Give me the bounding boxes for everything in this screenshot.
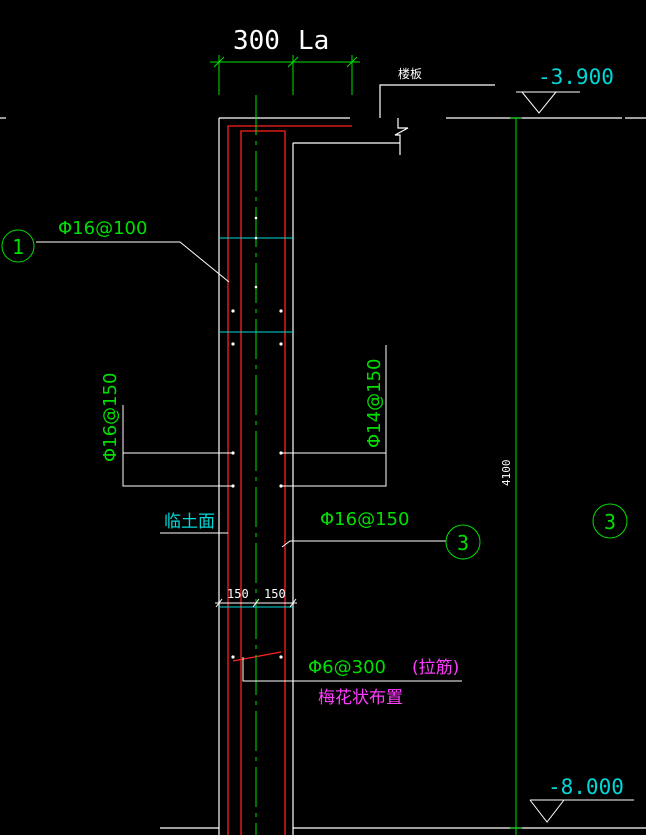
inner-rebar-loop bbox=[240, 130, 286, 835]
tie-bar-type-label: (拉筋) bbox=[412, 658, 459, 678]
rebar-dot bbox=[279, 655, 283, 659]
rebar-phi16-150-vertical-label: Φ16@150 bbox=[100, 373, 121, 462]
outer-rebar-soil-side bbox=[227, 125, 352, 835]
rebar-phi16-150-horizontal-label: Φ16@150 bbox=[320, 509, 409, 530]
callout-1-label: 1 bbox=[12, 235, 24, 259]
floor-slab-leader bbox=[379, 84, 495, 118]
elevation-bottom-triangle bbox=[529, 799, 565, 823]
elevation-top-triangle bbox=[521, 91, 557, 114]
elevation-top-label: -3.900 bbox=[538, 65, 614, 89]
leader-phi16-150-left bbox=[122, 405, 233, 487]
leader-lines bbox=[36, 241, 462, 682]
top-dimension bbox=[210, 55, 360, 95]
rebar-dot bbox=[279, 309, 283, 313]
rebar-dot bbox=[279, 342, 283, 346]
leader-phi14-150 bbox=[281, 345, 387, 487]
tie-bar-label: Φ6@300 bbox=[308, 657, 386, 678]
floor-slab-label: 楼板 bbox=[398, 66, 422, 81]
rebar-lines bbox=[227, 125, 352, 835]
callout-3-right-label: 3 bbox=[604, 510, 616, 534]
soil-face-label: 临土面 bbox=[164, 512, 215, 532]
elevation-bottom-label: -8.000 bbox=[548, 775, 624, 799]
rebar-dots bbox=[231, 216, 283, 659]
leader-tie-bar bbox=[242, 657, 462, 682]
slab-break-line bbox=[394, 118, 409, 155]
tie-layout-label: 梅花状布置 bbox=[318, 688, 403, 708]
top-dim-tick-3 bbox=[346, 56, 358, 68]
concrete-outline bbox=[0, 84, 646, 835]
centerline-dot bbox=[254, 236, 258, 240]
bottom-dim-tick-1 bbox=[215, 598, 223, 608]
centerline-dot bbox=[254, 285, 258, 289]
tie-bar-line bbox=[232, 651, 282, 662]
rebar-dot bbox=[231, 655, 235, 659]
dim-150-right-label: 150 bbox=[264, 587, 286, 601]
leader-phi16-100 bbox=[36, 241, 230, 283]
elevation-markers bbox=[516, 91, 634, 823]
leader-phi16-150-right bbox=[281, 540, 446, 548]
dim-150-left-label: 150 bbox=[227, 587, 249, 601]
callout-circles bbox=[1, 229, 628, 560]
callout-3-left-label: 3 bbox=[457, 531, 469, 555]
top-dim-tick-1 bbox=[213, 56, 225, 68]
bottom-dim-tick-2 bbox=[252, 598, 260, 608]
callout-circle-1 bbox=[1, 229, 35, 263]
top-dim-la-label: La bbox=[298, 26, 329, 56]
callout-circle-3-left bbox=[445, 524, 481, 560]
rebar-phi14-150-label: Φ14@150 bbox=[364, 359, 385, 448]
rebar-dot bbox=[231, 309, 235, 313]
rebar-phi16-100-label: Φ16@100 bbox=[58, 218, 147, 239]
bottom-dim-tick-3 bbox=[289, 598, 297, 608]
top-dim-tick-2 bbox=[287, 56, 299, 68]
rebar-dot bbox=[231, 342, 235, 346]
centerline-dot bbox=[254, 216, 258, 220]
height-dim-label: 4100 bbox=[500, 460, 513, 487]
top-dim-300-label: 300 bbox=[233, 26, 280, 56]
bottom-dimension bbox=[215, 598, 297, 608]
callout-circle-3-right bbox=[592, 503, 628, 539]
